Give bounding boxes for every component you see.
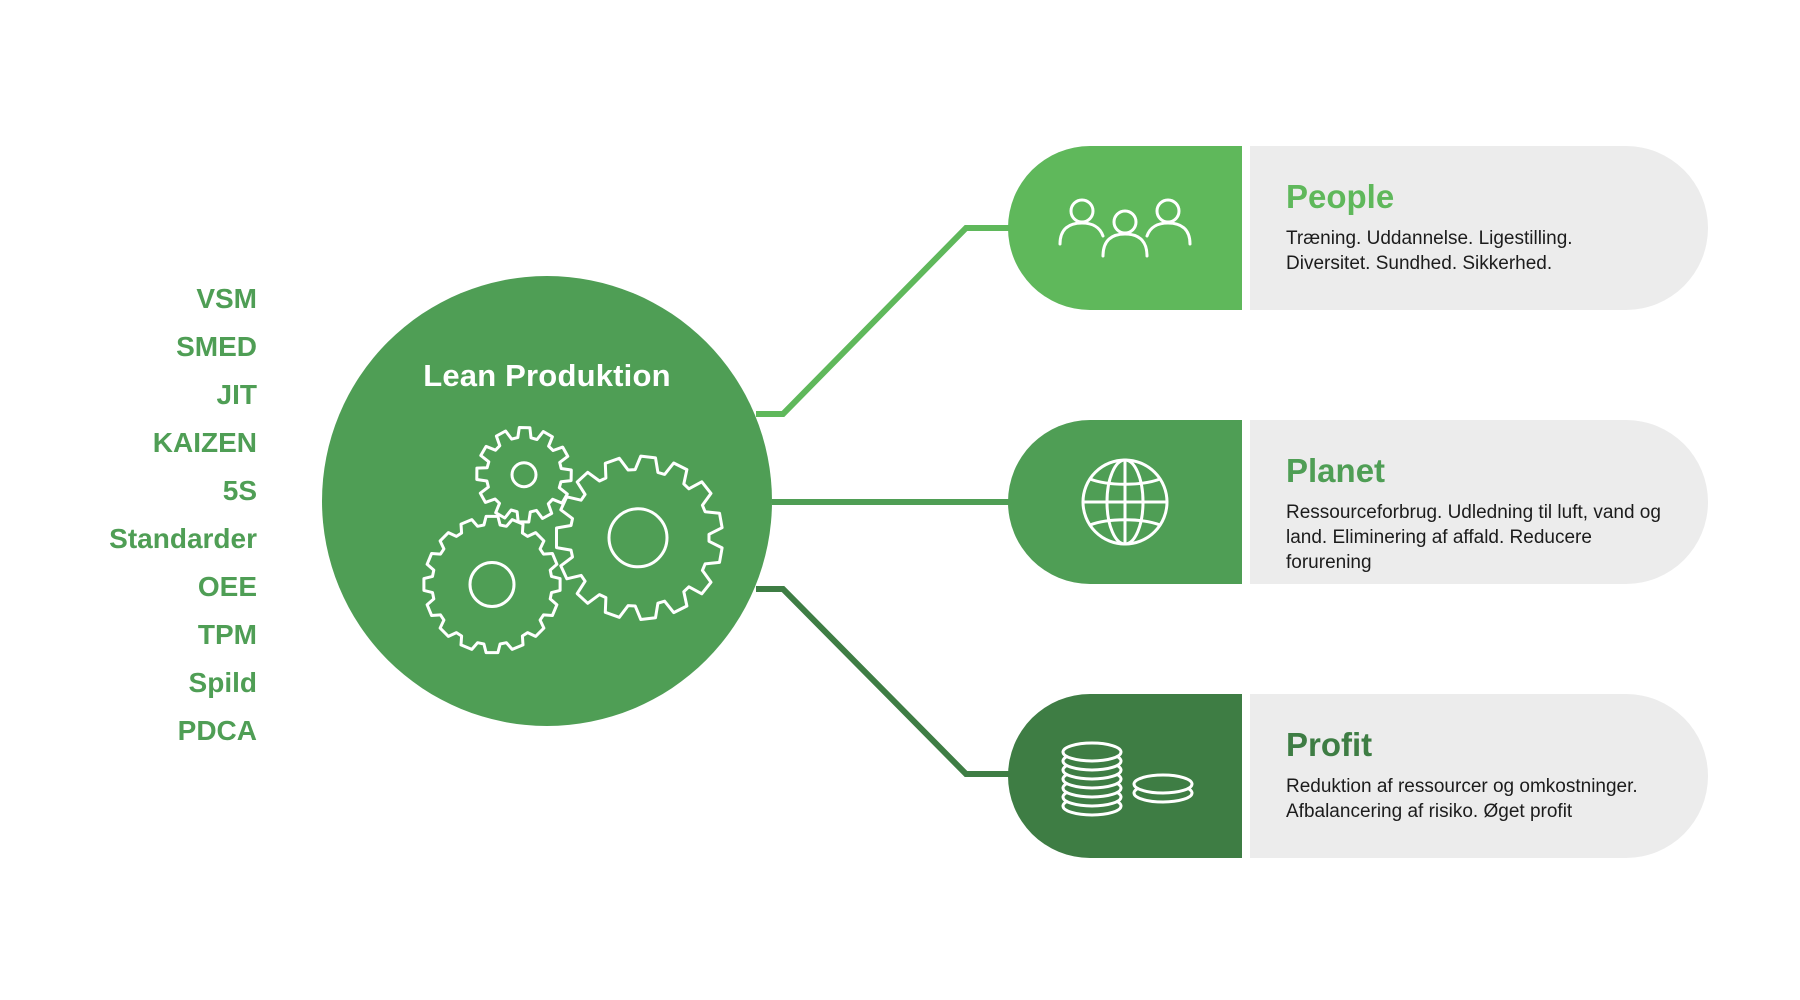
- hub-title: Lean Produktion: [423, 358, 671, 393]
- tool-jit: JIT: [216, 379, 257, 410]
- tool-pdca: PDCA: [177, 715, 257, 746]
- lean-tools-list: VSM SMED JIT KAIZEN 5S Standarder OEE TP…: [60, 275, 257, 755]
- connector-people: [756, 225, 1012, 417]
- gear-large-hub: [607, 507, 669, 569]
- tool-tpm: TPM: [197, 619, 257, 650]
- pillar-planet-icon-cap: [1008, 420, 1242, 584]
- tool-5s: 5S: [222, 475, 257, 506]
- connector-profit: [756, 586, 1012, 777]
- pillar-profit-body: Profit Reduktion af ressourcer og omkost…: [1250, 694, 1708, 858]
- pillar-planet: Planet Ressourceforbrug. Udledning til l…: [1008, 420, 1708, 584]
- lean-hub-circle: Lean Produktion: [322, 276, 772, 726]
- pillar-profit-description: Reduktion af ressourcer og omkostninger.…: [1286, 776, 1638, 822]
- gear-medium: [422, 514, 562, 655]
- pillar-people-body: People Træning. Uddannelse. Ligestilling…: [1250, 146, 1708, 310]
- tool-vsm: VSM: [196, 283, 257, 314]
- gear-small: [475, 426, 573, 524]
- globe-icon: [1081, 458, 1169, 546]
- pillar-profit-icon-cap: [1008, 694, 1242, 858]
- gear-small-hub: [510, 461, 538, 489]
- pillar-profit: Profit Reduktion af ressourcer og omkost…: [1008, 694, 1708, 858]
- pillar-people-icon-cap: [1008, 146, 1242, 310]
- pillar-divider: [1242, 146, 1250, 310]
- pillar-divider: [1242, 694, 1250, 858]
- gears-icon: [422, 426, 724, 655]
- tool-smed: SMED: [176, 331, 257, 362]
- people-icon: [1058, 198, 1192, 258]
- coins-icon: [1061, 741, 1194, 817]
- pillar-profit-title: Profit: [1286, 726, 1373, 763]
- tool-kaizen: KAIZEN: [152, 427, 257, 458]
- pillar-people: People Træning. Uddannelse. Ligestilling…: [1008, 146, 1708, 310]
- tool-oee: OEE: [197, 571, 257, 602]
- pillar-people-title: People: [1286, 178, 1395, 215]
- tool-spild: Spild: [188, 667, 257, 698]
- pillar-divider: [1242, 420, 1250, 584]
- tool-standarder: Standarder: [109, 523, 257, 554]
- pillar-planet-body: Planet Ressourceforbrug. Udledning til l…: [1250, 420, 1708, 584]
- pillar-planet-description: Ressourceforbrug. Udledning til luft, va…: [1286, 502, 1661, 573]
- pillar-planet-title: Planet: [1286, 452, 1386, 489]
- gear-medium-hub: [468, 561, 516, 608]
- pillar-people-description: Træning. Uddannelse. Ligestilling. Diver…: [1286, 228, 1573, 274]
- gear-large: [555, 454, 724, 621]
